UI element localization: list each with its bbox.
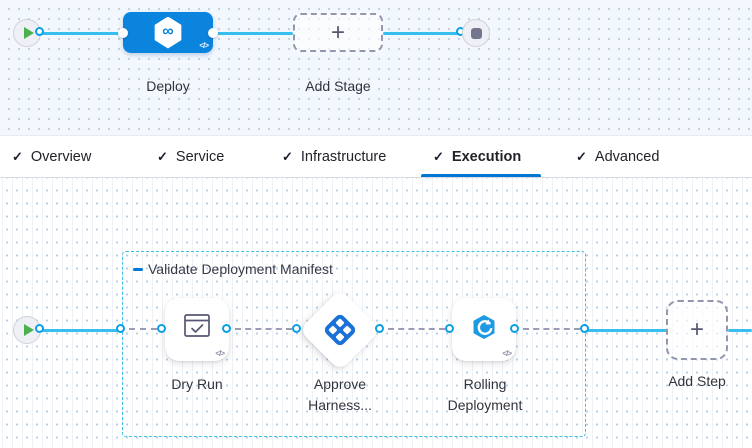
connector-line [586, 328, 667, 332]
tab-execution[interactable]: ✓ Execution [433, 149, 522, 165]
add-stage-button[interactable]: + [293, 13, 383, 52]
node-port [208, 27, 218, 38]
step-label: Dry Run [171, 376, 223, 392]
add-step-button[interactable]: + [666, 300, 728, 360]
connector-line [41, 328, 122, 332]
play-icon [23, 324, 34, 336]
check-icon: ✓ [157, 149, 168, 164]
code-badge-icon: </> [502, 349, 512, 358]
pipeline-end-button[interactable] [462, 19, 490, 47]
step-port [374, 323, 384, 333]
start-port [35, 323, 44, 333]
check-icon: ✓ [433, 149, 444, 164]
step-group-label: Validate Deployment Manifest [148, 261, 333, 277]
step-label: Rolling Deployment [447, 376, 523, 413]
tab-overview[interactable]: ✓ Overview [12, 149, 92, 165]
step-label: Approve Harness... [308, 376, 372, 413]
collapse-group-icon[interactable] [133, 268, 143, 271]
stage-canvas: ∞ </> Deploy + Add Stage [0, 0, 752, 135]
active-tab-indicator [421, 174, 541, 177]
group-port [579, 323, 589, 333]
step-node-dry-run[interactable]: </> [165, 298, 229, 361]
connector-line [728, 328, 752, 332]
check-icon: ✓ [282, 149, 293, 164]
check-icon: ✓ [12, 149, 23, 164]
connector-line [41, 31, 123, 35]
dashed-connector [388, 328, 445, 330]
step-node-rolling-deployment[interactable]: </> [452, 298, 516, 361]
play-icon [23, 27, 34, 39]
stage-config-tabs: ✓ Overview ✓ Service ✓ Infrastructure ✓ … [0, 135, 752, 178]
window-check-icon [184, 314, 210, 337]
plus-icon: + [689, 316, 704, 343]
code-badge-icon: </> [215, 349, 225, 358]
check-icon: ✓ [576, 149, 587, 164]
code-badge-icon: </> [199, 41, 209, 50]
plus-icon: + [330, 18, 345, 46]
step-port [291, 323, 301, 333]
stop-icon [470, 27, 482, 39]
add-stage-label: Add Stage [305, 78, 371, 94]
stage-label: Deploy [146, 78, 190, 94]
step-port [509, 323, 519, 333]
connector-line [383, 31, 462, 35]
tab-service[interactable]: ✓ Service [157, 149, 225, 165]
start-port [35, 26, 44, 36]
rolling-deployment-icon [473, 314, 495, 340]
step-group-validate-deployment-manifest [122, 251, 586, 437]
step-port [221, 323, 231, 333]
node-port [118, 27, 128, 38]
connector-line [213, 31, 293, 35]
group-port [115, 323, 125, 333]
step-port [156, 323, 166, 333]
dashed-connector [235, 328, 292, 330]
step-port [444, 323, 454, 333]
add-step-label: Add Step [668, 373, 726, 389]
dashed-connector [523, 328, 580, 330]
execution-canvas: Validate Deployment Manifest </> Dry Run [0, 178, 752, 448]
dashed-connector [129, 328, 157, 330]
tab-infrastructure[interactable]: ✓ Infrastructure [282, 149, 387, 165]
harness-cd-icon: ∞ [154, 16, 182, 49]
stage-node-deploy[interactable]: ∞ </> [118, 12, 218, 53]
tab-advanced[interactable]: ✓ Advanced [576, 149, 660, 165]
